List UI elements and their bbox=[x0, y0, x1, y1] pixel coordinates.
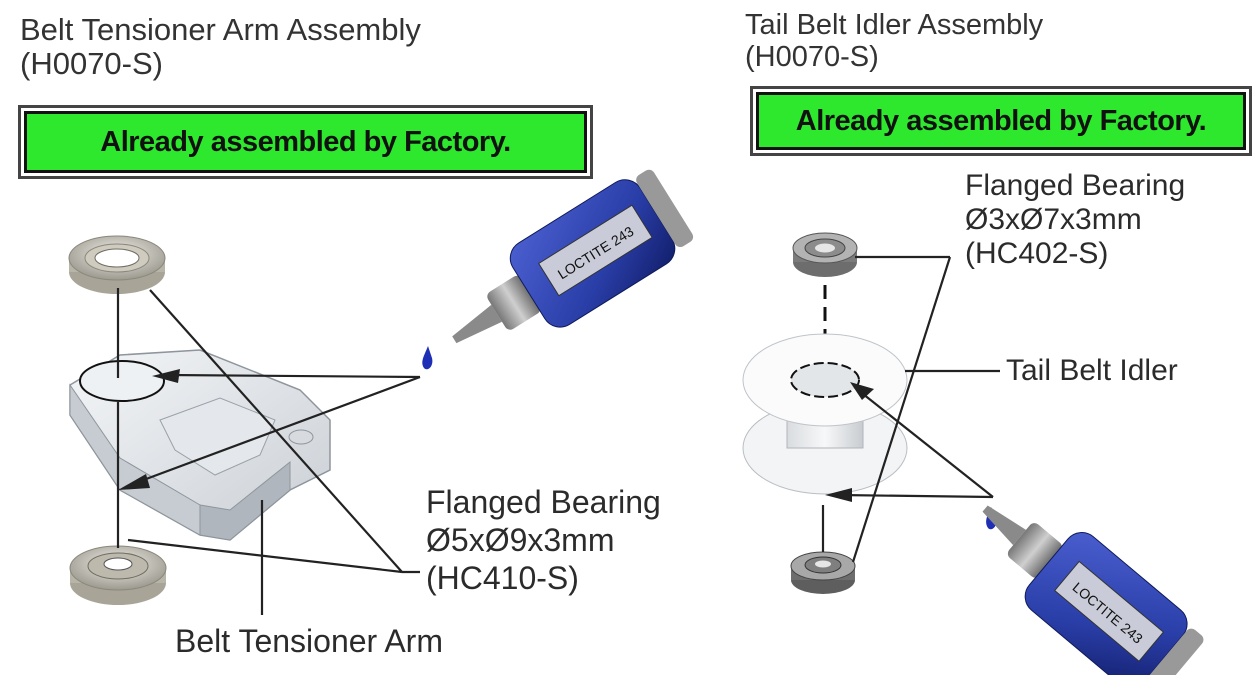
left-top-bearing-icon bbox=[68, 235, 166, 294]
belt-tensioner-arm-label: Belt Tensioner Arm bbox=[175, 623, 443, 659]
right-leader-lines bbox=[821, 255, 1000, 563]
left-title-line1: Belt Tensioner Arm Assembly bbox=[20, 12, 421, 47]
right-bearing-name: Flanged Bearing bbox=[965, 169, 1186, 202]
right-title-line2: (H0070-S) bbox=[745, 41, 879, 73]
left-title-line2: (H0070-S) bbox=[20, 46, 163, 81]
right-loctite-bottle-icon: LOCTITE 243 bbox=[982, 505, 1204, 675]
left-bearing-code: (HC410-S) bbox=[426, 560, 579, 596]
left-leader-lines bbox=[116, 288, 421, 615]
right-bearing-code: (HC402-S) bbox=[965, 237, 1109, 270]
right-factory-banner: Already assembled by Factory. bbox=[756, 92, 1246, 150]
left-factory-banner: Already assembled by Factory. bbox=[24, 111, 587, 173]
right-title-line1: Tail Belt Idler Assembly bbox=[745, 9, 1044, 41]
right-bottom-bearing-icon bbox=[790, 551, 856, 594]
left-loctite-bottle-icon: LOCTITE 243 bbox=[452, 169, 694, 344]
left-glue-drop-icon bbox=[422, 346, 433, 370]
belt-tensioner-arm-icon bbox=[69, 349, 331, 541]
right-banner-text: Already assembled by Factory. bbox=[795, 104, 1207, 137]
left-bottom-bearing-icon bbox=[69, 545, 167, 605]
left-bearing-name: Flanged Bearing bbox=[426, 484, 661, 520]
right-top-bearing-icon bbox=[792, 232, 858, 277]
tail-belt-idler-icon bbox=[742, 333, 908, 495]
left-banner-text: Already assembled by Factory. bbox=[100, 125, 511, 158]
right-bearing-size: Ø3xØ7x3mm bbox=[965, 203, 1142, 236]
tail-belt-idler-label: Tail Belt Idler bbox=[1006, 354, 1178, 387]
left-bearing-size: Ø5xØ9x3mm bbox=[426, 522, 615, 558]
